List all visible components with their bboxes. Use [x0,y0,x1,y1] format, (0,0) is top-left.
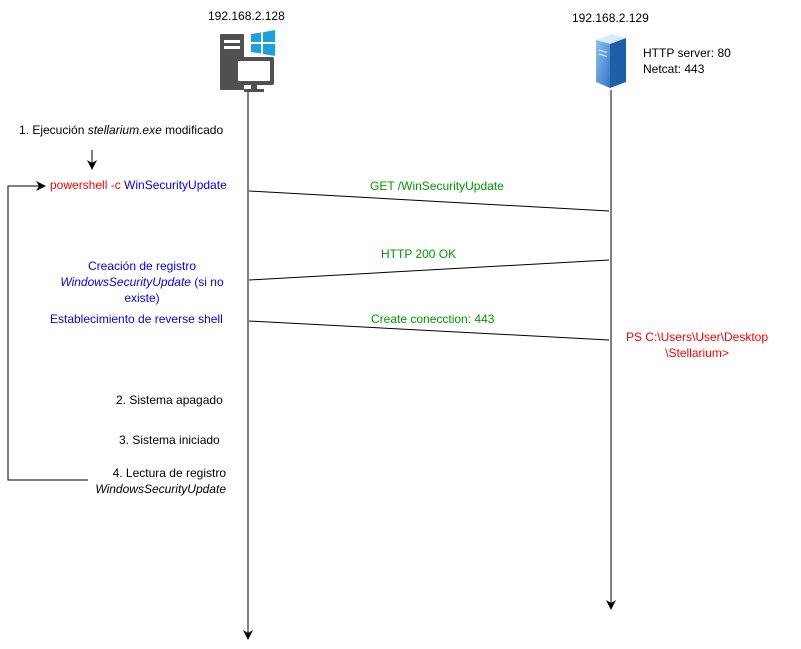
registry-line3: existe) [124,291,160,305]
loop-arrow [7,181,88,481]
step1-suffix: modificado [161,123,224,137]
ok-message-label: HTTP 200 OK [381,247,457,261]
shell-prompt-line2: \Stellarium> [665,346,729,360]
get-message-line [248,190,610,212]
step4-line2: WindowsSecurityUpdate [60,481,226,497]
right-host-ip: 192.168.2.129 [572,11,649,25]
step1-executable: stellarium.exe [87,123,162,137]
ok-message-line [248,259,610,281]
registry-key-name: WindowsSecurityUpdate [60,275,191,289]
left-host-ip: 192.168.2.128 [208,9,285,23]
windows-pc-icon [220,30,275,92]
reverse-shell-label: Establecimiento de reverse shell [50,312,223,326]
registry-line2: WindowsSecurityUpdate (si no [52,274,232,290]
step4-line1: 4. Lectura de registro [112,466,226,480]
step2-label: 2. Sistema apagado [116,393,223,407]
step4-key-name: WindowsSecurityUpdate [95,482,226,496]
registry-creation-label: Creación de registro WindowsSecurityUpda… [52,258,232,306]
step1-label: 1. Ejecución stellarium.exe modificado [19,123,223,137]
shell-prompt: PS C:\Users\User\Desktop \Stellarium> [617,329,777,361]
get-message-label: GET /WinSecurityUpdate [370,179,504,193]
powershell-arg: WinSecurityUpdate [124,178,227,192]
step1-prefix: 1. Ejecución [19,123,88,137]
powershell-command: powershell -c WinSecurityUpdate [50,178,227,192]
connect-message-line [248,320,610,341]
step3-label: 3. Sistema iniciado [119,433,220,447]
netcat-service-label: Netcat: 443 [643,62,705,76]
http-service-label: HTTP server: 80 [643,46,731,60]
registry-line1: Creación de registro [87,259,197,273]
step4-label: 4. Lectura de registro WindowsSecurityUp… [60,465,226,497]
registry-line2-tail: (si no [190,275,224,289]
server-icon [596,34,626,88]
connect-message-label: Create conecction: 443 [371,312,495,326]
powershell-prefix: powershell -c [50,178,125,192]
right-services: HTTP server: 80 Netcat: 443 [643,45,731,77]
shell-prompt-line1: PS C:\Users\User\Desktop [625,330,769,344]
